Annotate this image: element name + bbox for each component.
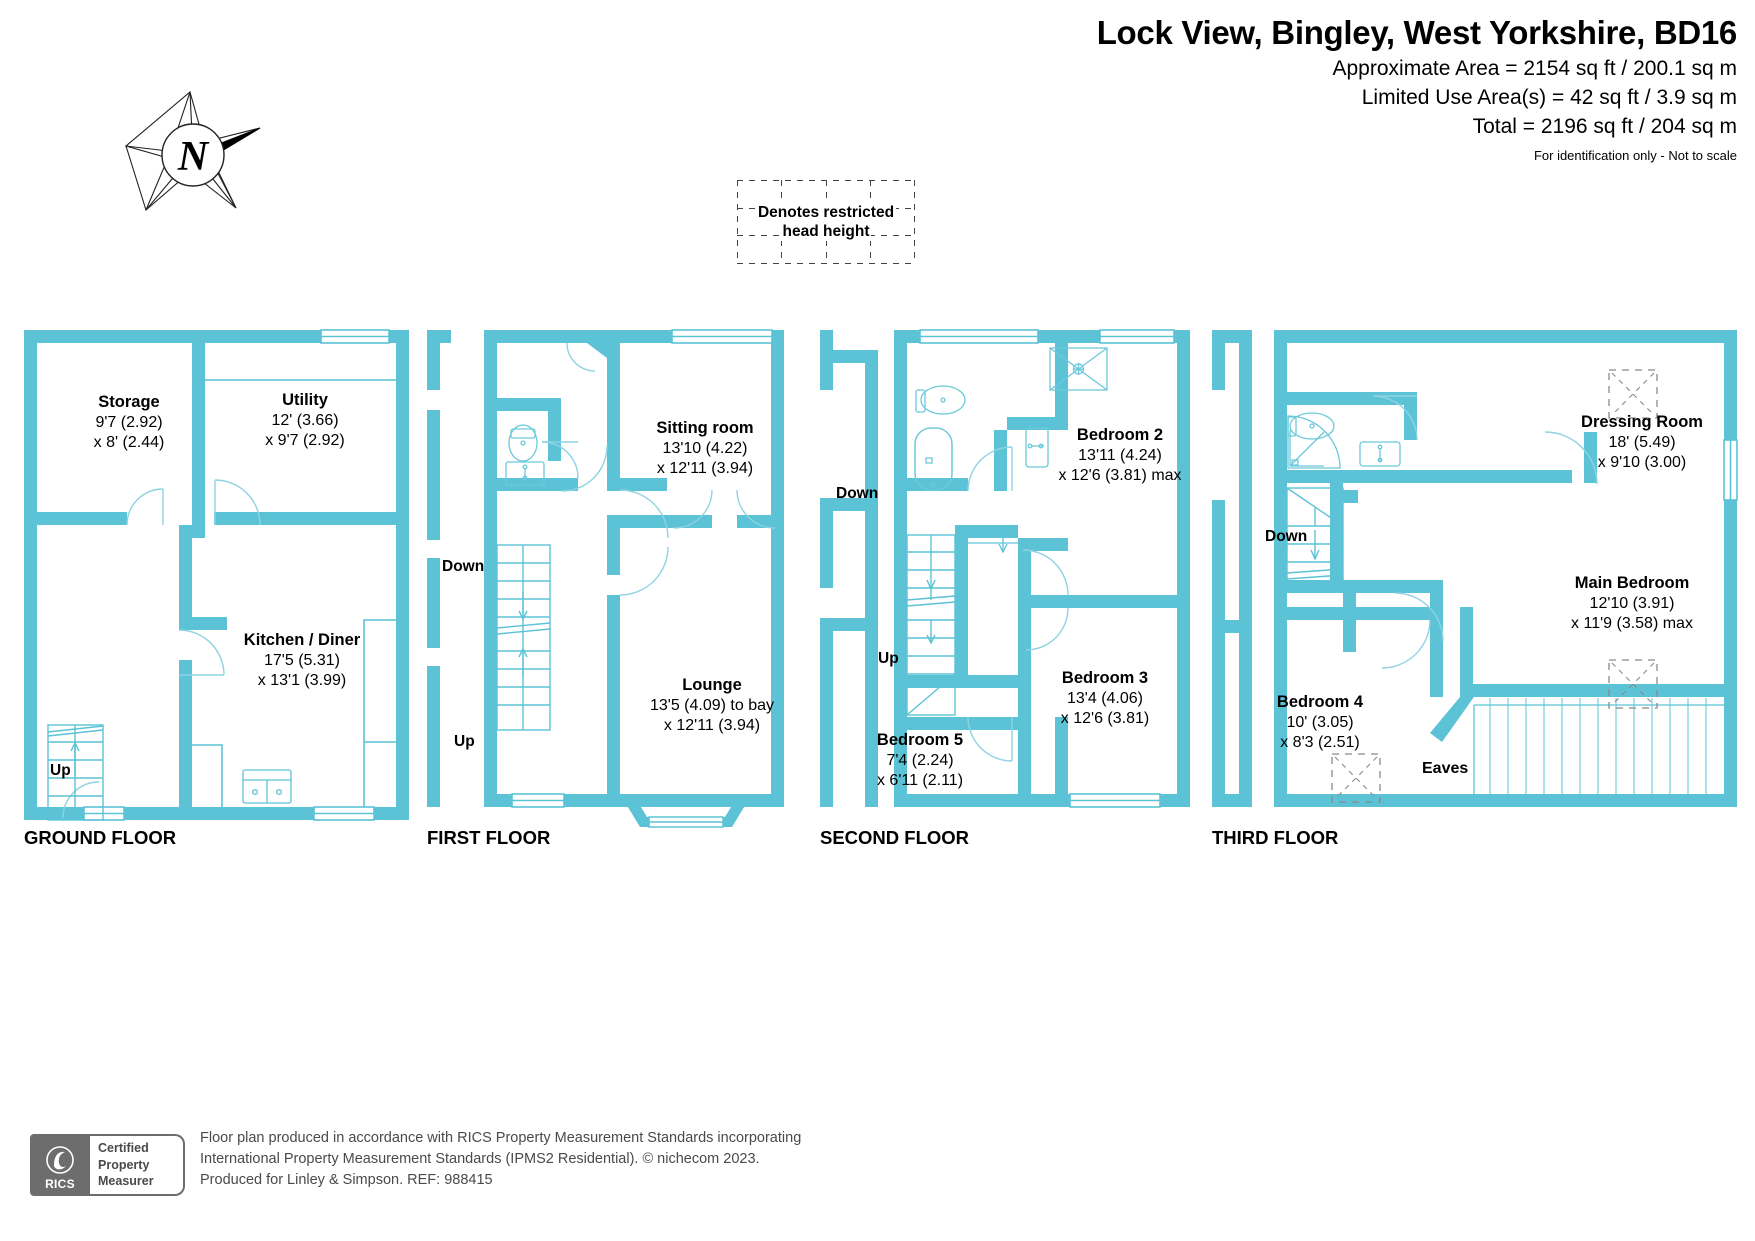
room-label-main-bedroom: Main Bedroom 12'10 (3.91) x 11'9 (3.58) … [1571, 574, 1693, 633]
room-label-bedroom-2: Bedroom 2 13'11 (4.24) x 12'6 (3.81) max [1058, 426, 1182, 485]
third-floor-plan: Dressing Room 18' (5.49) x 9'10 (3.00) M… [1212, 330, 1738, 848]
rics-certified-badge: RICS Certified Property Measurer [30, 1134, 185, 1196]
rics-logo: RICS [30, 1134, 90, 1196]
compass-north-letter: N [177, 134, 210, 180]
compass-rose: N [118, 84, 268, 224]
room-label-sitting-room: Sitting room 13'10 (4.22) x 12'11 (3.94) [656, 419, 754, 478]
rics-wordmark: RICS [45, 1177, 75, 1191]
stair-label-down: Down [836, 485, 879, 502]
eaves-label: Eaves [1422, 760, 1469, 777]
first-floor-plan: Sitting room 13'10 (4.22) x 12'11 (3.94)… [427, 329, 787, 848]
approximate-area: Approximate Area = 2154 sq ft / 200.1 sq… [1332, 57, 1738, 80]
floor-title-ground: GROUND FLOOR [24, 827, 177, 848]
footer: RICS Certified Property Measurer Floor p… [30, 1128, 1030, 1208]
footer-line-3: Produced for Linley & Simpson. REF: 9884… [200, 1172, 493, 1189]
footer-line-2: International Property Measurement Stand… [200, 1151, 760, 1168]
page-title: Lock View, Bingley, West Yorkshire, BD16 [1096, 14, 1738, 51]
floor-title-second: SECOND FLOOR [820, 827, 970, 848]
stair-label-up: Up [50, 762, 71, 779]
room-label-kitchen-diner: Kitchen / Diner 17'5 (5.31) x 13'1 (3.99… [243, 631, 361, 690]
room-label-dressing-room: Dressing Room 18' (5.49) x 9'10 (3.00) [1581, 413, 1703, 472]
second-floor-plan: Bedroom 2 13'11 (4.24) x 12'6 (3.81) max… [820, 329, 1190, 848]
stair-label-down: Down [1265, 528, 1308, 545]
room-label-storage: Storage 9'7 (2.92) x 8' (2.44) [93, 393, 165, 452]
room-label-bedroom-3: Bedroom 3 13'4 (4.06) x 12'6 (3.81) [1060, 669, 1150, 728]
room-label-bedroom-4: Bedroom 4 10' (3.05) x 8'3 (2.51) [1276, 693, 1364, 752]
ground-floor-plan: Storage 9'7 (2.92) x 8' (2.44) Utility 1… [24, 329, 409, 848]
rics-badge-text: Certified Property Measurer [90, 1134, 185, 1196]
floor-title-first: FIRST FLOOR [427, 827, 551, 848]
stair-label-down: Down [442, 558, 485, 575]
room-label-lounge: Lounge 13'5 (4.09) to bay x 12'11 (3.94) [649, 676, 775, 735]
legend-line-2: head height [780, 222, 872, 242]
first-floor-drawing [427, 329, 784, 828]
room-label-bedroom-5: Bedroom 5 7'4 (2.24) x 6'11 (2.11) [876, 731, 964, 790]
stair-label-up: Up [878, 650, 899, 667]
restricted-head-height-legend: Denotes restricted head height [737, 180, 915, 264]
footer-disclaimer: Floor plan produced in accordance with R… [200, 1128, 801, 1191]
ground-floor-drawing [24, 329, 409, 821]
rics-swirl-icon [46, 1146, 74, 1174]
scale-disclaimer: For identification only - Not to scale [1533, 148, 1737, 163]
legend-line-1: Denotes restricted [755, 202, 897, 222]
header: Lock View, Bingley, West Yorkshire, BD16… [1096, 14, 1738, 163]
footer-line-1: Floor plan produced in accordance with R… [200, 1130, 802, 1146]
room-label-utility: Utility 12' (3.66) x 9'7 (2.92) [265, 391, 345, 450]
badge-line-2: Property [98, 1157, 150, 1172]
badge-line-1: Certified [98, 1140, 149, 1155]
badge-line-3: Measurer [98, 1174, 154, 1189]
stair-label-up: Up [454, 733, 475, 750]
third-floor-drawing [1212, 330, 1738, 807]
total-area: Total = 2196 sq ft / 204 sq m [1472, 115, 1737, 138]
limited-use-area: Limited Use Area(s) = 42 sq ft / 3.9 sq … [1361, 86, 1737, 109]
second-floor-drawing [820, 329, 1190, 808]
floor-title-third: THIRD FLOOR [1212, 827, 1339, 848]
